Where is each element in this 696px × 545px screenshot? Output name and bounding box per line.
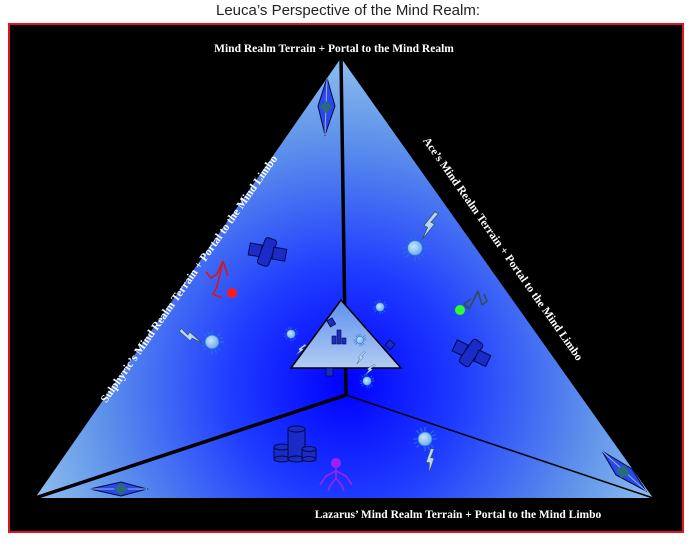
inner-details <box>283 299 396 377</box>
sun-star-icon <box>359 373 375 389</box>
page-title: Leuca’s Perspective of the Mind Realm: <box>215 2 481 19</box>
stick-figure-icon <box>205 260 237 299</box>
cylinder-tower-icon <box>273 425 317 463</box>
sun-star-icon <box>199 329 225 355</box>
stick-figure-icon <box>319 458 353 492</box>
label-top: Mind Realm Terrain + Portal to the Mind … <box>214 43 454 55</box>
crystal-portal-icon <box>601 450 648 493</box>
diagram-frame: Mind Realm Terrain + Portal to the Mind … <box>8 23 684 533</box>
mind-realm-diagram: Mind Realm Terrain + Portal to the Mind … <box>8 23 684 533</box>
sun-star-icon <box>401 234 429 262</box>
sun-star-icon <box>412 426 438 452</box>
crystal-portal-icon <box>317 76 336 137</box>
inner-triangle <box>289 298 403 369</box>
crystal-portal-icon <box>89 481 149 497</box>
sun-star-icon <box>372 299 388 315</box>
label-bottom: Lazarus’ Mind Realm Terrain + Portal to … <box>315 509 602 521</box>
sun-star-icon <box>353 333 367 347</box>
divider-left <box>34 393 347 500</box>
sun-star-icon <box>283 326 299 342</box>
stick-figure-icon <box>455 290 488 315</box>
divider-right <box>345 394 654 499</box>
